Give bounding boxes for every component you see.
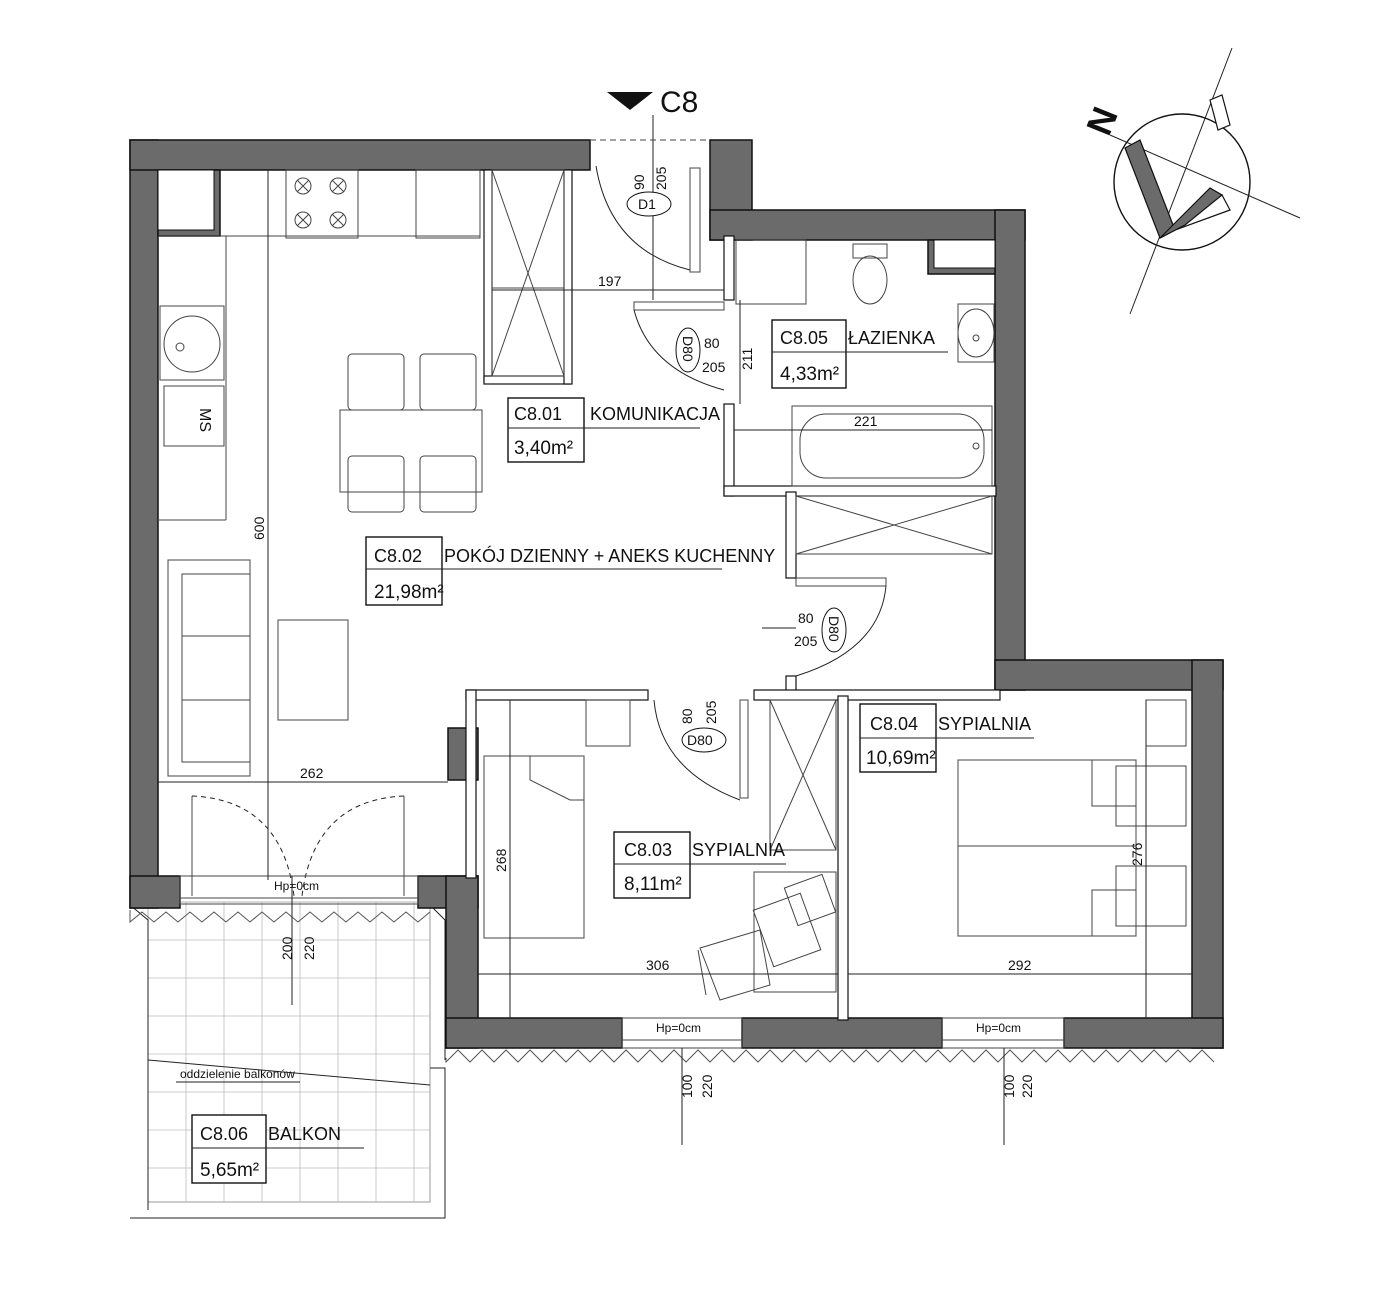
room-name: BALKON [268, 1124, 341, 1144]
sink-icon [159, 305, 225, 381]
section-marker-label: C8 [660, 86, 698, 119]
door-bed03-height: 205 [703, 700, 719, 724]
window-bed04-height: 220 [1019, 1074, 1035, 1098]
room-name: POKÓJ DZIENNY + ANEKS KUCHENNY [444, 545, 775, 566]
door-bed04-tag: D80 [826, 616, 842, 642]
dim-bedroom03-width: 306 [646, 957, 670, 973]
room-label-pokoj-dzienny: C8.02 POKÓJ DZIENNY + ANEKS KUCHENNY 21,… [365, 536, 775, 606]
washbasin-icon [957, 303, 995, 363]
door-entry-tag: D1 [638, 196, 656, 212]
closets [491, 169, 993, 851]
room-label-komunikacja: C8.01 KOMUNIKACJA 3,40m² [507, 397, 720, 463]
room-id: C8.05 [780, 328, 828, 348]
north-compass-icon: N [1078, 47, 1301, 315]
dim-bedroom04-width: 292 [1008, 957, 1032, 973]
dim-corridor: 197 [598, 273, 622, 289]
room-area: 5,65m² [200, 1160, 259, 1181]
partitions [465, 169, 1001, 1021]
window-balcony-width: 200 [279, 936, 295, 960]
door-entry-width: 90 [631, 174, 647, 190]
window-balcony-height: 220 [301, 936, 317, 960]
toilet-icon [852, 243, 888, 305]
room-name: ŁAZIENKA [848, 328, 935, 348]
dimension-labels: 197 211 221 600 262 268 306 292 276 [251, 273, 1145, 973]
room-label-balkon: C8.06 BALKON 5,65m² [191, 1114, 364, 1184]
room-area: 21,98m² [374, 582, 444, 603]
dining-table [339, 353, 483, 513]
cooktop-icon [294, 177, 347, 229]
window-labels: Hp=0cm 200 220 Hp=0cm 100 220 Hp=0cm 100… [176, 879, 1035, 1098]
room-area: 4,33m² [780, 364, 839, 385]
balcony-divider-label: oddzielenie balkonów [180, 1067, 295, 1081]
door-entry-height: 205 [653, 166, 669, 190]
bedroom03-furniture [483, 699, 837, 1001]
window-bed03-width: 100 [679, 1074, 695, 1098]
room-area: 8,11m² [624, 874, 682, 895]
sofa [167, 559, 349, 777]
door-swings [179, 139, 1065, 1049]
door-bed04-height: 205 [794, 633, 818, 649]
washing-machine-label: MS [196, 408, 213, 432]
room-name: KOMUNIKACJA [590, 404, 720, 424]
dim-bathroom-depth: 211 [739, 347, 755, 370]
window-bed04-width: 100 [1001, 1074, 1017, 1098]
room-label-lazienka: C8.05 ŁAZIENKA 4,33m² [771, 319, 948, 389]
window-bed03-sill: Hp=0cm [656, 1021, 701, 1035]
room-area: 10,69m² [866, 748, 936, 769]
room-id: C8.06 [200, 1124, 248, 1144]
door-bath-height: 205 [702, 359, 726, 375]
door-tags: 90 205 D1 D80 80 205 D80 80 205 80 205 D… [626, 166, 847, 753]
dim-living-height: 600 [251, 516, 267, 540]
window-bed03-height: 220 [699, 1074, 715, 1098]
window-bed04-sill: Hp=0cm [976, 1021, 1021, 1035]
north-label: N [1078, 101, 1126, 140]
door-bath-tag: D80 [680, 336, 696, 362]
room-id: C8.02 [374, 546, 422, 566]
bathroom-fixtures [735, 239, 995, 487]
door-bed03-tag: D80 [687, 732, 713, 748]
walls [129, 139, 1224, 1049]
window-balcony-sill: Hp=0cm [274, 879, 319, 893]
section-marker: C8 [607, 86, 698, 300]
dim-bath: 221 [854, 413, 878, 429]
dimension-lines [147, 170, 1192, 1145]
room-id: C8.03 [624, 840, 672, 860]
facade-hatching [129, 910, 1215, 1064]
room-label-sypialnia-04: C8.04 SYPIALNIA 10,69m² [859, 703, 1034, 773]
room-id: C8.04 [870, 714, 918, 734]
bathtub-icon [791, 405, 993, 487]
dim-bedroom03-height: 268 [493, 848, 509, 872]
dim-living-width: 262 [300, 765, 324, 781]
bedroom04-furniture [957, 699, 1187, 937]
room-name: SYPIALNIA [938, 714, 1031, 734]
room-area: 3,40m² [514, 438, 573, 459]
room-id: C8.01 [514, 404, 562, 424]
door-bed04-width: 80 [798, 610, 814, 626]
room-name: SYPIALNIA [692, 840, 785, 860]
door-bed03-width: 80 [679, 708, 695, 724]
dim-bedroom04-height: 276 [1129, 842, 1145, 866]
door-bath-width: 80 [704, 335, 720, 351]
room-label-sypialnia-03: C8.03 SYPIALNIA 8,11m² [613, 831, 786, 899]
